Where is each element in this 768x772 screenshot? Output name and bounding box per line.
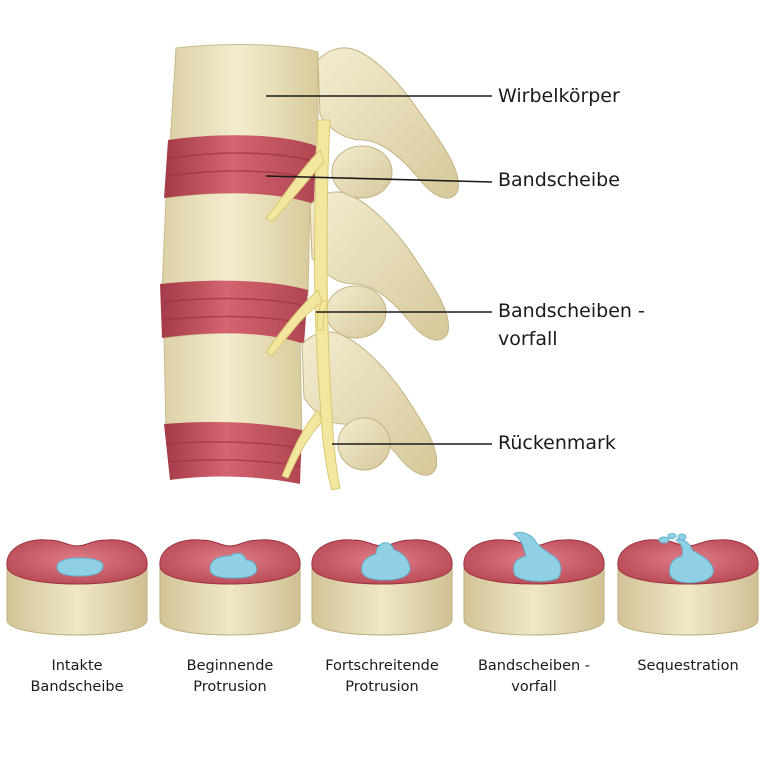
sequester-fragment [677, 533, 687, 541]
disc-cylinder [617, 567, 759, 636]
disc-nucleus [669, 539, 714, 584]
vertebral-body-3 [163, 332, 303, 437]
caption-line1: Intakte [51, 658, 103, 674]
disc-stage-3 [311, 539, 453, 636]
label-prolapse-line2: vorfall [498, 328, 558, 350]
label-disc: Bandscheibe [498, 169, 620, 191]
caption-line2: Protrusion [345, 679, 419, 695]
sequester-fragment [658, 536, 670, 544]
leader-lines [265, 95, 493, 445]
disc-stage-4 [463, 531, 605, 636]
spine-column [160, 44, 459, 491]
caption-line2: Bandscheibe [30, 679, 124, 695]
caption-line1: Sequestration [637, 658, 739, 674]
intervertebral-disc-2 [160, 280, 308, 344]
disc-cylinder [6, 567, 148, 636]
disc-nucleus [209, 552, 257, 579]
vertebral-body-1 [169, 44, 319, 151]
label-spinal-cord: Rückenmark [498, 432, 616, 454]
sequester-fragment [667, 533, 677, 539]
intervertebral-disc-3 [164, 422, 302, 484]
vertebral-body-2 [161, 192, 311, 297]
disc-nucleus [513, 531, 562, 582]
spinal-cord [265, 119, 341, 491]
disc-nucleus [56, 557, 104, 577]
caption-line1: Beginnende [186, 658, 274, 674]
disc-nucleus [361, 542, 411, 581]
caption-line2: vorfall [511, 679, 557, 695]
intervertebral-disc-1 [164, 135, 316, 204]
stage-caption-5: Sequestration [613, 656, 763, 677]
disc-stages [6, 531, 759, 636]
caption-line2: Protrusion [193, 679, 267, 695]
disc-cylinder [311, 567, 453, 636]
spinous-process-1 [317, 47, 459, 199]
label-prolapse-line1: Bandscheiben - [498, 300, 645, 322]
stage-caption-4: Bandscheiben - vorfall [459, 656, 609, 698]
disc-stage-5 [617, 533, 759, 636]
disc-stage-2 [159, 539, 301, 636]
caption-line1: Fortschreitende [325, 658, 439, 674]
caption-line1: Bandscheiben - [477, 658, 591, 674]
disc-cylinder [159, 567, 301, 636]
disc-stage-1 [6, 539, 148, 636]
label-vertebral-body: Wirbelkörper [498, 85, 620, 107]
disc-cylinder [463, 567, 605, 636]
